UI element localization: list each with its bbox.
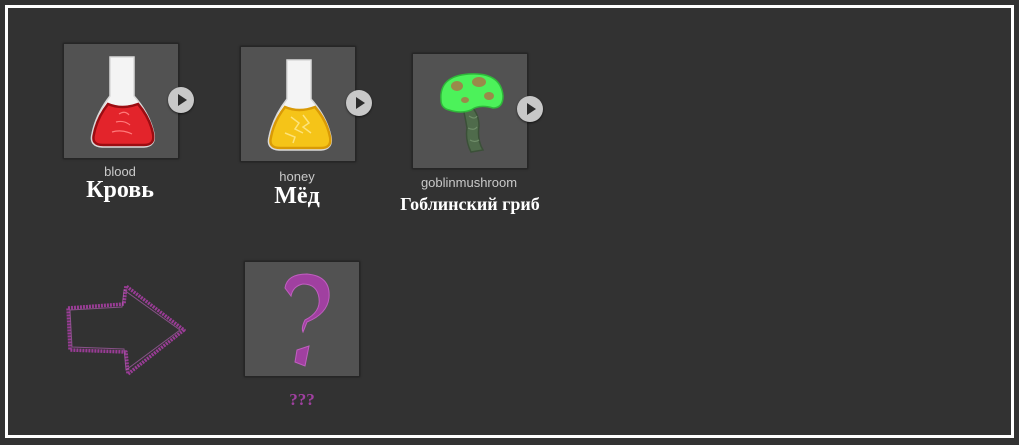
- blood-flask-icon: [90, 56, 156, 148]
- question-mark-icon: [284, 273, 330, 367]
- honey-flask-icon: [267, 59, 333, 151]
- window-frame: [5, 5, 1014, 438]
- ingredient-id-label: blood: [104, 164, 136, 179]
- right-arrow-icon: [66, 284, 186, 376]
- ingredient-card-honey[interactable]: [240, 46, 356, 162]
- ingredient-name-label: Кровь: [86, 177, 154, 203]
- ingredient-name-label: Гоблинский гриб: [400, 194, 540, 214]
- play-button-blood[interactable]: [168, 87, 194, 113]
- play-button-honey[interactable]: [346, 90, 372, 116]
- result-card[interactable]: [244, 261, 360, 377]
- ingredient-card-goblinmushroom[interactable]: [412, 53, 528, 169]
- play-button-goblinmushroom[interactable]: [517, 96, 543, 122]
- ingredient-name-label: Мёд: [274, 183, 320, 209]
- ingredient-id-label: honey: [279, 169, 315, 184]
- result-name-label: ???: [289, 390, 315, 409]
- ingredient-id-label: goblinmushroom: [420, 175, 518, 190]
- goblin-mushroom-icon: [440, 73, 504, 153]
- ingredient-card-blood[interactable]: [63, 43, 179, 159]
